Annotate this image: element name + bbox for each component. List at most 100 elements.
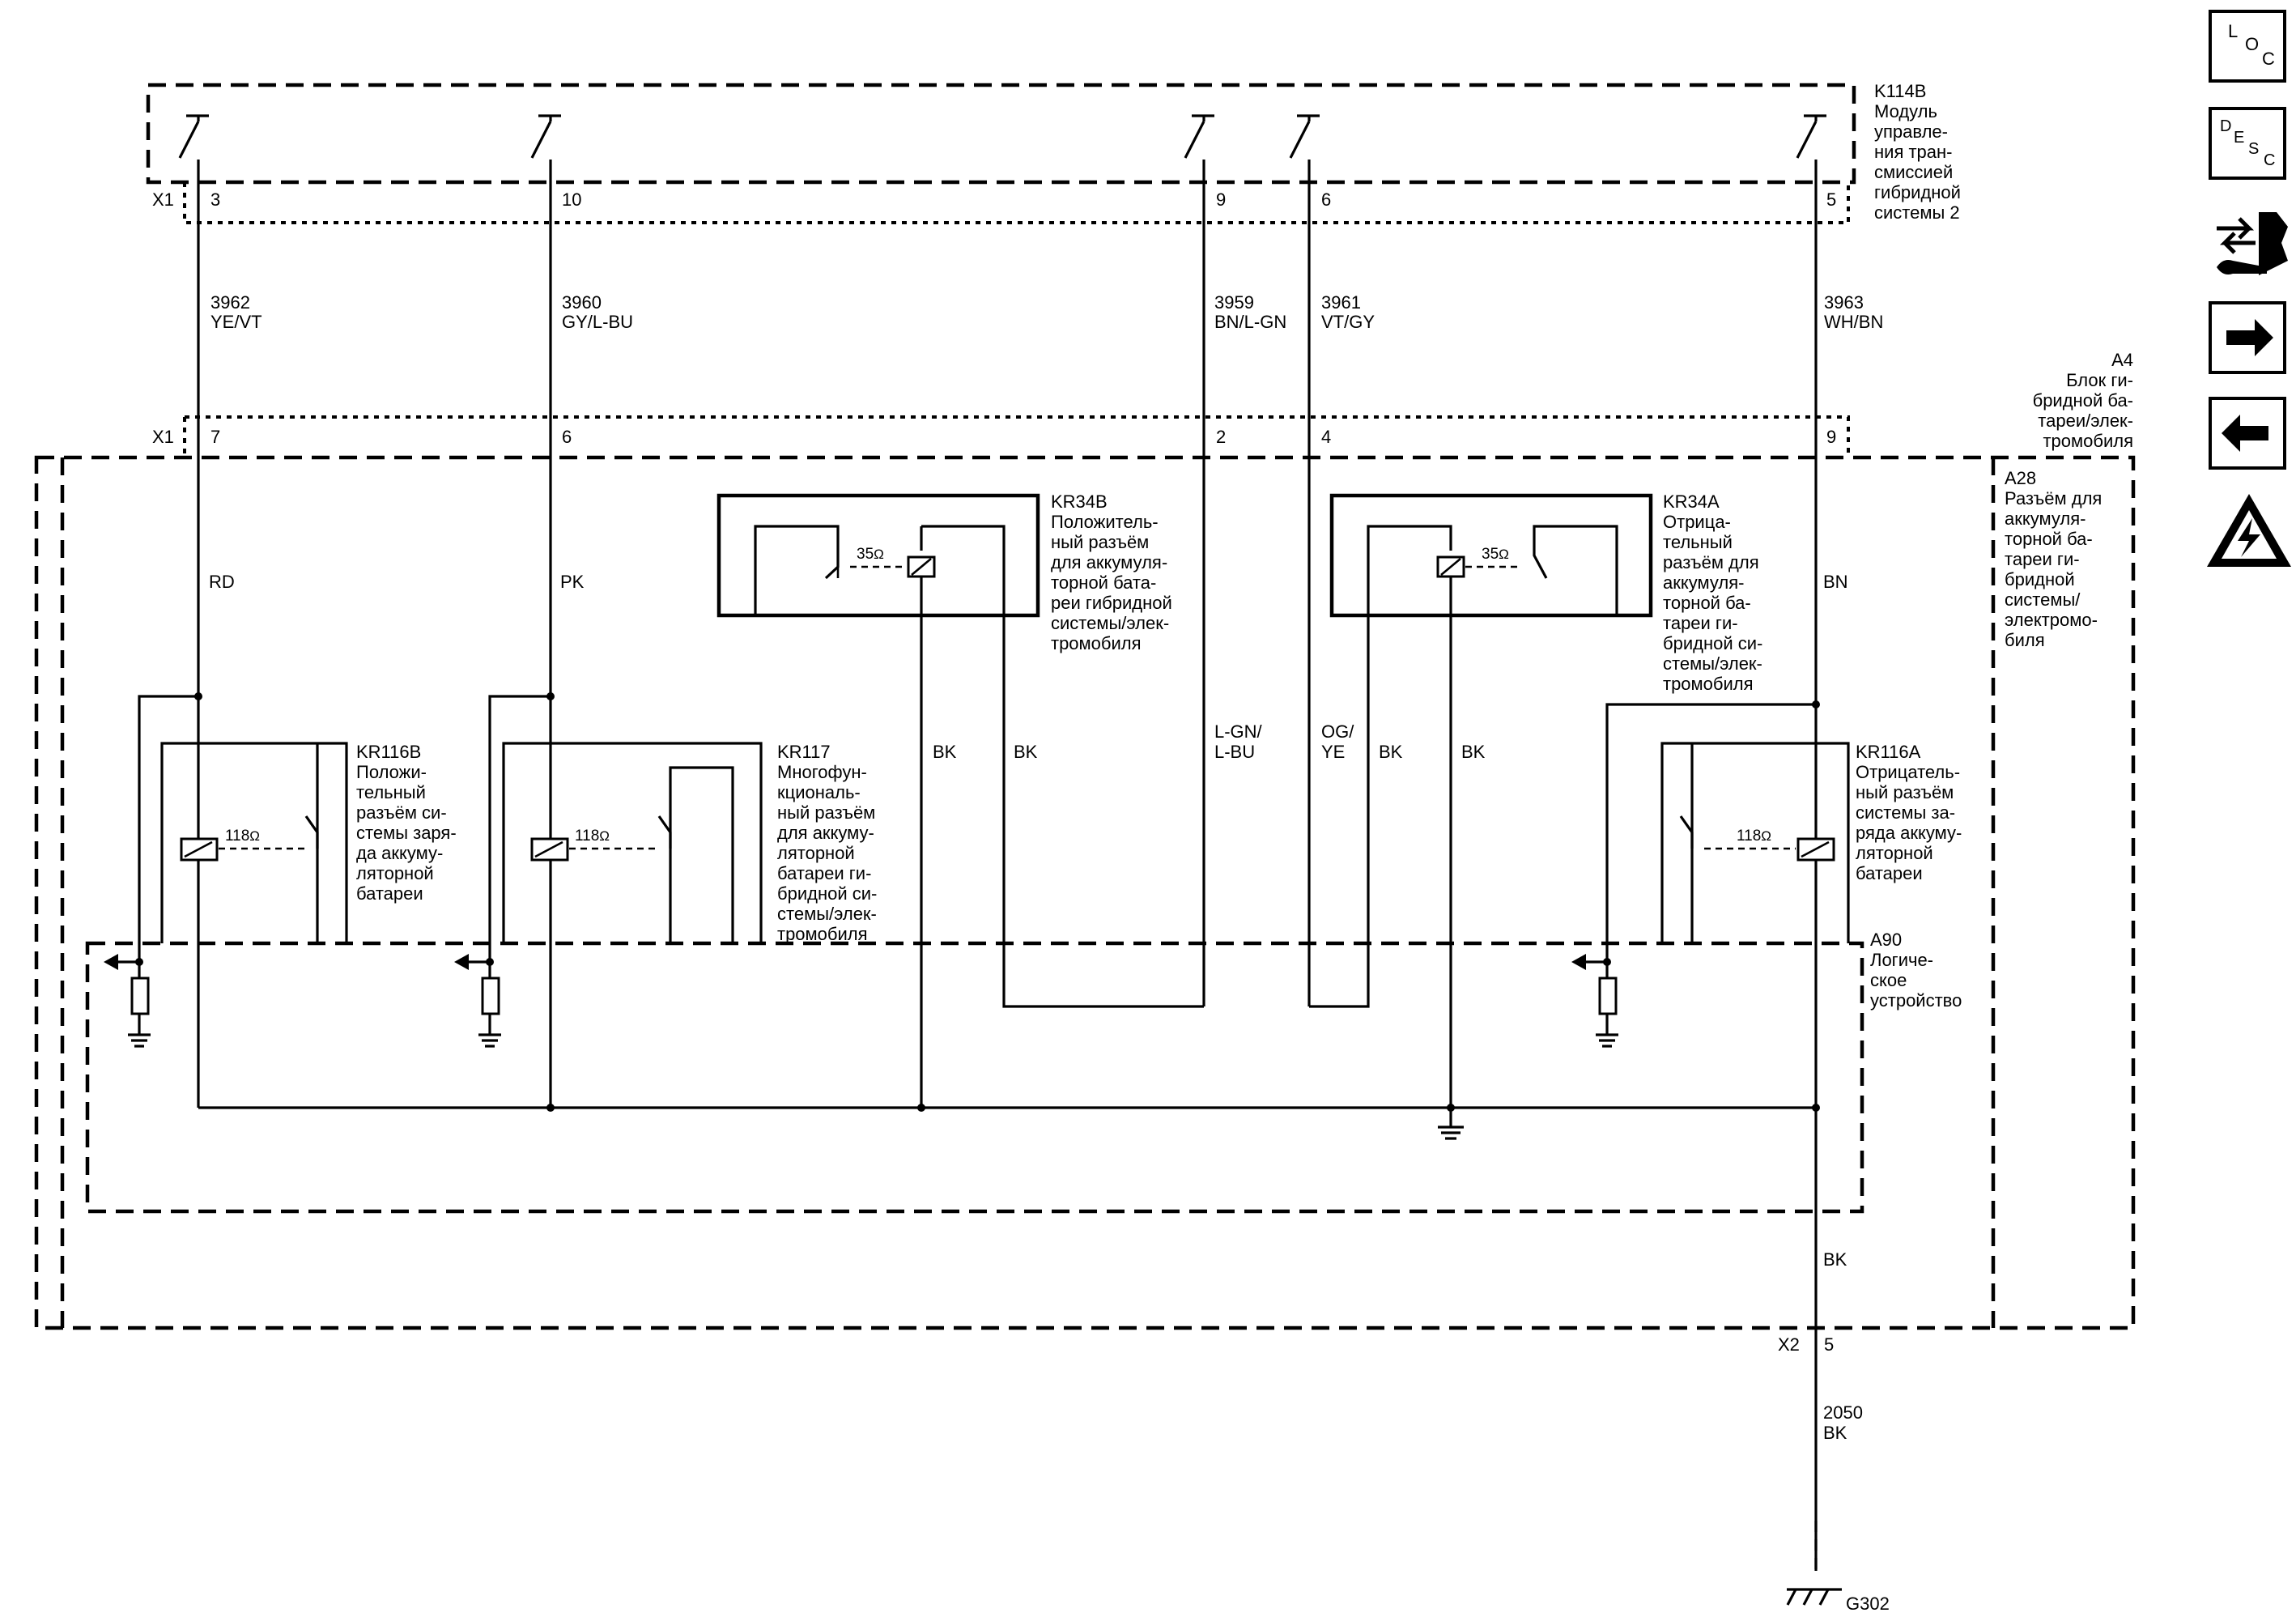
- wire-color: BK: [1379, 742, 1403, 762]
- module-desc-line: системы 2: [1874, 202, 1960, 223]
- a90-output-1: [104, 946, 151, 1048]
- ohm-value: 35: [857, 546, 874, 563]
- wire-color: PK: [560, 572, 585, 592]
- relay-desc-line: батареи: [356, 883, 423, 904]
- wire-color: BK: [1823, 1423, 1847, 1443]
- inner-wire-colors: RD PK BN: [209, 572, 1848, 592]
- wire-color: L-GN/: [1214, 721, 1263, 742]
- svg-text:118Ω: 118Ω: [1737, 828, 1771, 845]
- circuit-labels: 3962 YE/VT 3960 GY/L-BU 3959 BN/L-GN 396…: [210, 292, 1883, 332]
- arrow-right-icon[interactable]: [2209, 301, 2286, 374]
- loc-letter: C: [2262, 49, 2275, 69]
- relay-desc-line: бридной си-: [777, 883, 877, 904]
- loc-letter: O: [2245, 34, 2259, 54]
- ground-g302: BK X2 5 2050 BK G302: [1778, 1249, 1890, 1614]
- relay-desc-line: системы за-: [1856, 802, 1955, 823]
- module-desc-line: бридной ба-: [2033, 390, 2133, 411]
- relay-desc-line: аккумуля-: [1663, 572, 1744, 593]
- connector-x1-label: X1: [152, 189, 174, 210]
- wire-color: VT/GY: [1321, 312, 1375, 332]
- ohm-value: 35: [1482, 546, 1499, 563]
- module-desc-line: электромо-: [2005, 610, 2098, 630]
- module-desc-line: биля: [2005, 630, 2045, 650]
- ohm-symbol: Ω: [599, 828, 610, 844]
- k114b-switches: [178, 114, 1826, 1571]
- wire-color: YE/VT: [210, 312, 262, 332]
- relay-desc-line: ный разъём: [1856, 782, 1954, 802]
- relay-desc-line: для аккумуля-: [1051, 552, 1167, 572]
- relay-desc-line: Отрицатель-: [1856, 762, 1960, 782]
- pin-label: 5: [1826, 189, 1836, 210]
- ground-id: G302: [1846, 1594, 1890, 1614]
- a90-module-outline: [85, 941, 1864, 1214]
- relay-id: KR34B: [1051, 491, 1108, 512]
- module-desc-line: смиссией: [1874, 162, 1953, 182]
- a90-output-3: [1571, 946, 1618, 1048]
- circuit-number: 3963: [1824, 292, 1864, 313]
- svg-text:118Ω: 118Ω: [225, 828, 260, 845]
- module-desc-line: ния тран-: [1874, 142, 1953, 162]
- relay-desc-line: системы/элек-: [1051, 613, 1169, 633]
- pin-label: 2: [1216, 427, 1226, 447]
- svg-text:35Ω: 35Ω: [857, 546, 884, 563]
- module-desc-line: управле-: [1874, 121, 1948, 142]
- module-desc-line: Модуль: [1874, 101, 1937, 121]
- wire-color: YE: [1321, 742, 1345, 762]
- module-desc-line: гибридной: [1874, 182, 1961, 202]
- relay-desc-line: разъём для: [1663, 552, 1759, 572]
- high-voltage-warning-icon[interactable]: [2207, 494, 2291, 567]
- relay-desc-line: да аккуму-: [356, 843, 443, 863]
- ohm-symbol: Ω: [1499, 547, 1509, 562]
- relay-desc-line: кциональ-: [777, 782, 861, 802]
- relay-desc-line: Отрица-: [1663, 512, 1731, 532]
- ohm-symbol: Ω: [1761, 828, 1771, 844]
- circuit-number: 3961: [1321, 292, 1361, 313]
- ohm-symbol: Ω: [249, 828, 260, 844]
- pin-label: 3: [210, 189, 220, 210]
- ohm-symbol: Ω: [874, 547, 884, 562]
- module-desc-line: тареи ги-: [2005, 549, 2080, 569]
- relay-desc-line: ляторной: [777, 843, 855, 863]
- wire-color: BK: [1461, 742, 1486, 762]
- wire-color: BN/L-GN: [1214, 312, 1286, 332]
- desc-icon[interactable]: D E S C: [2209, 107, 2286, 180]
- wire-color: BK: [1823, 1249, 1847, 1270]
- k114b-module-outline: [146, 83, 1856, 224]
- relay-kr34a: 35Ω KR34A Отрица- тельный разъём для акк…: [1309, 491, 1762, 1108]
- module-desc-line: тареи/элек-: [2038, 411, 2133, 431]
- module-desc-line: Блок ги-: [2066, 370, 2133, 390]
- relay-desc-line: ный разъём: [777, 802, 875, 823]
- connector-x1-top: X1 3 10 9 6 5: [152, 189, 1836, 210]
- loc-icon[interactable]: L O C: [2209, 10, 2286, 83]
- connector-x2-label: X2: [1778, 1334, 1800, 1355]
- relay-kr34b: 35Ω KR34B Положитель- ный разъём для акк…: [716, 491, 1204, 1108]
- a90-label: A90 Логиче- ское устройство: [1870, 930, 1962, 1011]
- connector-x1-label: X1: [152, 427, 174, 447]
- circuit-number: 3960: [562, 292, 602, 313]
- pin-label: 9: [1826, 427, 1836, 447]
- connector-x1-bottom: X1 7 6 2 4 9: [152, 427, 1836, 447]
- arrow-left-icon[interactable]: [2209, 397, 2286, 470]
- wire-color: BK: [933, 742, 957, 762]
- relay-desc-line: для аккуму-: [777, 823, 874, 843]
- wire-color: BN: [1823, 572, 1848, 592]
- relay-kr116b: 118Ω KR116B Положи- тельный разъём си- с…: [138, 692, 457, 946]
- relay-desc-line: ряда аккуму-: [1856, 823, 1962, 843]
- relay-desc-line: стемы/элек-: [1663, 653, 1762, 674]
- relay-kr117: 118Ω KR117 Многофун- кциональ- ный разъё…: [488, 692, 877, 946]
- relay-desc-line: тареи ги-: [1663, 613, 1738, 633]
- desc-letter: D: [2220, 117, 2231, 135]
- loc-letter: L: [2228, 21, 2238, 41]
- relay-desc-line: тромобиля: [1051, 633, 1142, 653]
- a4-label: A4 Блок ги- бридной ба- тареи/элек- тром…: [2033, 350, 2133, 451]
- relay-id: KR116A: [1856, 742, 1921, 762]
- module-desc-line: Разъём для: [2005, 488, 2102, 509]
- a4-module-outline: [34, 415, 2136, 1330]
- pin-label: 4: [1321, 427, 1331, 447]
- ohm-value: 118: [575, 828, 599, 845]
- relay-desc-line: тромобиля: [1663, 674, 1754, 694]
- circuit-number: 2050: [1823, 1402, 1863, 1423]
- wrench-harness-icon[interactable]: [2217, 212, 2288, 275]
- module-desc-line: Логиче-: [1870, 950, 1933, 970]
- relay-desc-line: ляторной: [356, 863, 434, 883]
